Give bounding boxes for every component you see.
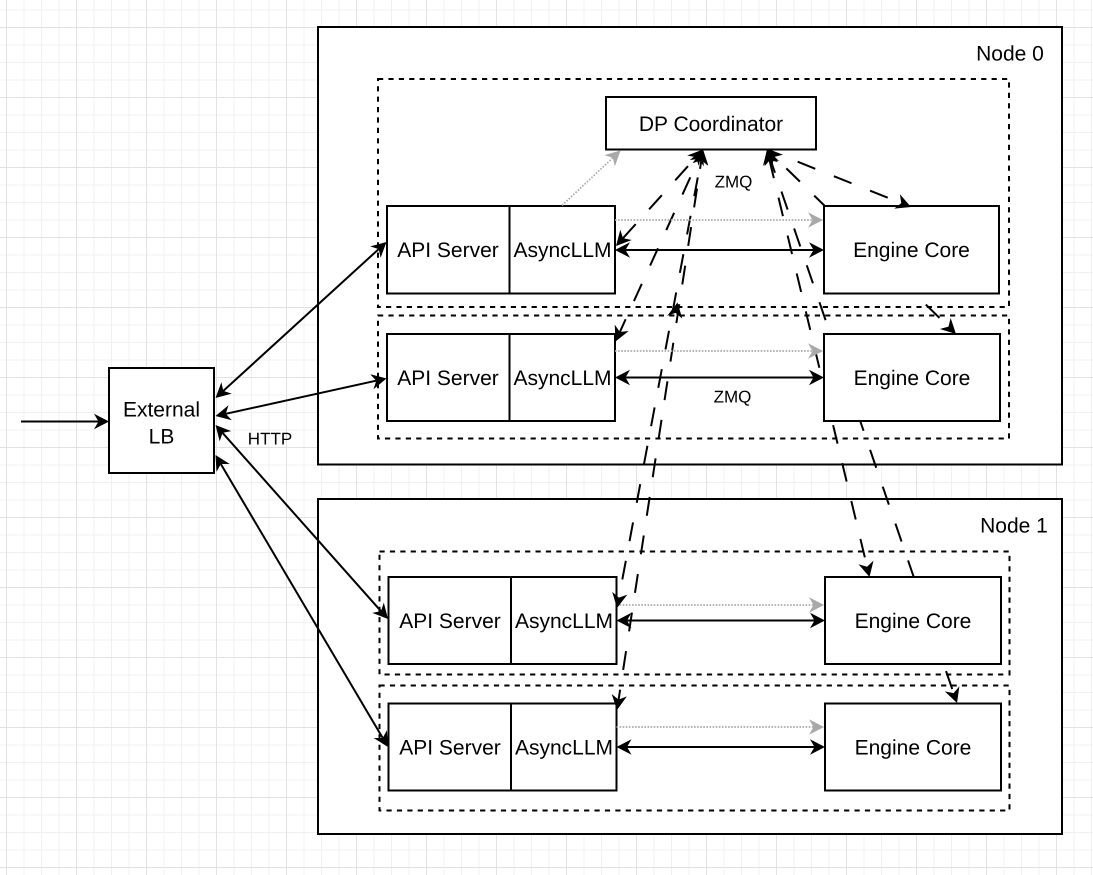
svg-text:API Server: API Server <box>399 610 501 633</box>
svg-text:Engine Core: Engine Core <box>855 737 972 760</box>
svg-text:ZMQ: ZMQ <box>714 388 752 407</box>
svg-text:API Server: API Server <box>399 737 501 760</box>
svg-text:Engine Core: Engine Core <box>855 610 972 633</box>
svg-text:ZMQ: ZMQ <box>715 173 753 192</box>
svg-text:LB: LB <box>149 426 175 449</box>
svg-text:Engine Core: Engine Core <box>854 367 971 390</box>
svg-text:AsyncLLM: AsyncLLM <box>515 610 613 633</box>
svg-text:AsyncLLM: AsyncLLM <box>515 737 613 760</box>
svg-text:HTTP: HTTP <box>248 430 292 449</box>
svg-text:API Server: API Server <box>397 239 499 262</box>
svg-text:AsyncLLM: AsyncLLM <box>513 367 611 390</box>
svg-text:DP Coordinator: DP Coordinator <box>639 113 783 136</box>
svg-text:Node 0: Node 0 <box>976 43 1044 66</box>
svg-text:API Server: API Server <box>397 367 499 390</box>
svg-text:AsyncLLM: AsyncLLM <box>513 239 611 262</box>
svg-text:Engine Core: Engine Core <box>853 239 970 262</box>
svg-text:External: External <box>123 399 200 422</box>
svg-text:Node 1: Node 1 <box>980 515 1048 538</box>
